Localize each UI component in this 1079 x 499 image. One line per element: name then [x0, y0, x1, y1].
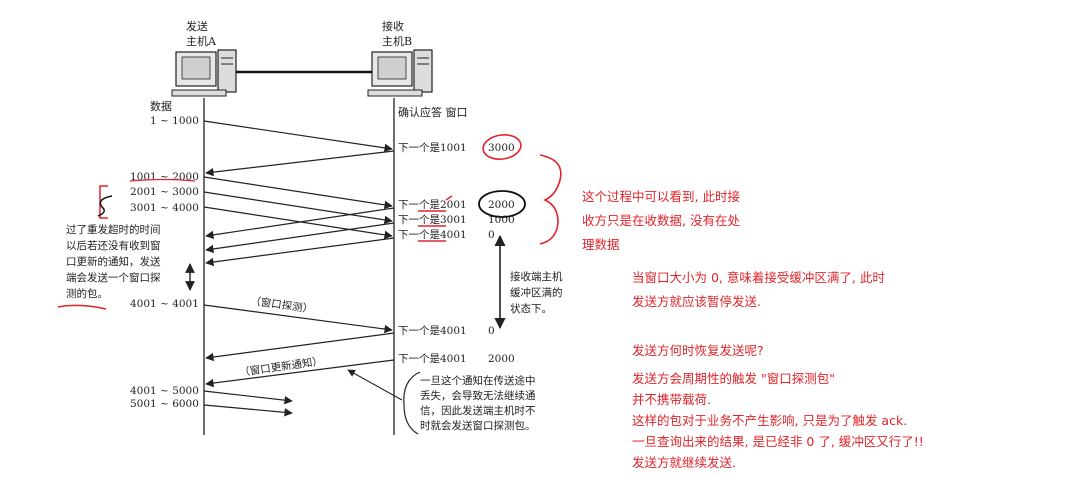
red-note-line: 发送方就继续发送.	[632, 452, 924, 473]
ack-window: 0	[488, 325, 495, 337]
segment-label: 5001 ~ 6000	[130, 398, 199, 410]
data-arrow	[204, 177, 392, 206]
sender-computer-icon	[172, 50, 236, 96]
ack-window: 2000	[488, 199, 515, 211]
segment-label: 1001 ~ 2000	[130, 171, 199, 183]
buffer-note-line: 缓冲区满的	[510, 286, 563, 299]
red-note-line: 理数据	[582, 233, 740, 257]
ack-label: 下一个是2001	[398, 199, 467, 211]
red-note-process: 这个过程中可以看到, 此时接 收方只是在收数据, 没有在处 理数据	[582, 185, 740, 257]
receiver-computer-icon	[368, 50, 432, 96]
red-note-probe: 发送方会周期性的触发 "窗口探测包" 并不携带载荷. 这样的包对于业务不产生影响…	[632, 368, 924, 473]
red-note-question: 发送方何时恢复发送呢?	[632, 339, 764, 363]
timeout-note-line: 测的包。	[66, 287, 108, 300]
segment-label: 4001 ~ 5000	[130, 385, 199, 397]
ack-label: 下一个是3001	[398, 214, 467, 226]
ack-arrow	[206, 238, 394, 263]
red-note-line: 收方只是在收数据, 没有在处	[582, 209, 740, 233]
data-arrow	[204, 121, 392, 149]
ack-label: 下一个是1001	[398, 142, 467, 154]
ack-window-column-label: 确认应答 窗口	[398, 105, 468, 119]
buffer-note-line: 状态下。	[510, 302, 552, 315]
data-arrow	[204, 391, 292, 401]
red-note-line: 一旦查询出来的结果, 是已经非 0 了, 缓冲区又行了!!	[632, 431, 924, 452]
receiver-title-2: 主机B	[382, 34, 412, 48]
timeout-note-line: 以后若还没有收到窗	[66, 239, 161, 252]
update-label: （窗口更新通知）	[239, 354, 324, 379]
red-note-line: 这个过程中可以看到, 此时接	[582, 185, 740, 209]
loss-note-bracket	[404, 372, 420, 434]
loss-note-line: 时就会发送窗口探测包。	[420, 419, 536, 432]
red-note-window-zero: 当窗口大小为 0, 意味着接受缓冲区满了, 此时 发送方就应该暂停发送.	[632, 266, 885, 314]
timeout-note-line: 过了重发超时的时间	[66, 223, 161, 236]
red-note-line: 并不携带载荷.	[632, 389, 924, 410]
sender-title-2: 主机A	[186, 34, 217, 48]
loss-note-line: 信，因此发送端主机时不	[420, 404, 536, 417]
red-note-line: 发送方就应该暂停发送.	[632, 290, 885, 314]
data-arrow	[204, 405, 292, 413]
data-column-label: 数据	[150, 99, 172, 113]
red-note-line: 这样的包对于业务不产生影响, 只是为了触发 ack.	[632, 410, 924, 431]
ack-arrow	[206, 223, 394, 250]
receiver-title-1: 接收	[382, 19, 404, 33]
ack-label: 下一个是4001	[398, 353, 467, 365]
loss-note-line: 一旦这个通知在传送途中	[420, 374, 536, 387]
sender-title-1: 发送	[186, 19, 208, 33]
segment-label: 2001 ~ 3000	[130, 186, 199, 198]
ack-window: 0	[488, 229, 495, 241]
segment-label: 3001 ~ 4000	[130, 202, 199, 214]
timeout-note-line: 口更新的通知，发送	[66, 255, 161, 268]
red-underline-left	[58, 305, 106, 309]
red-note-line: 发送方何时恢复发送呢?	[632, 339, 764, 363]
ack-window: 3000	[488, 142, 515, 154]
ack-window: 2000	[488, 353, 515, 365]
red-brace	[540, 155, 561, 244]
data-arrow	[204, 192, 392, 221]
red-note-line: 发送方会周期性的触发 "窗口探测包"	[632, 368, 924, 389]
buffer-note-line: 接收端主机	[510, 270, 563, 283]
timeout-note-line: 端会发送一个窗口探	[66, 271, 161, 284]
ack-arrow	[206, 151, 394, 173]
ack-arrow	[206, 333, 394, 358]
red-note-line: 当窗口大小为 0, 意味着接受缓冲区满了, 此时	[632, 266, 885, 290]
segment-label: 1 ~ 1000	[150, 115, 199, 127]
ack-label: 下一个是4001	[398, 325, 467, 337]
ack-label: 下一个是4001	[398, 229, 467, 241]
segment-label: 4001 ~ 4001	[130, 298, 199, 310]
loss-note-line: 丢失，会导致无法继续通	[420, 389, 536, 402]
